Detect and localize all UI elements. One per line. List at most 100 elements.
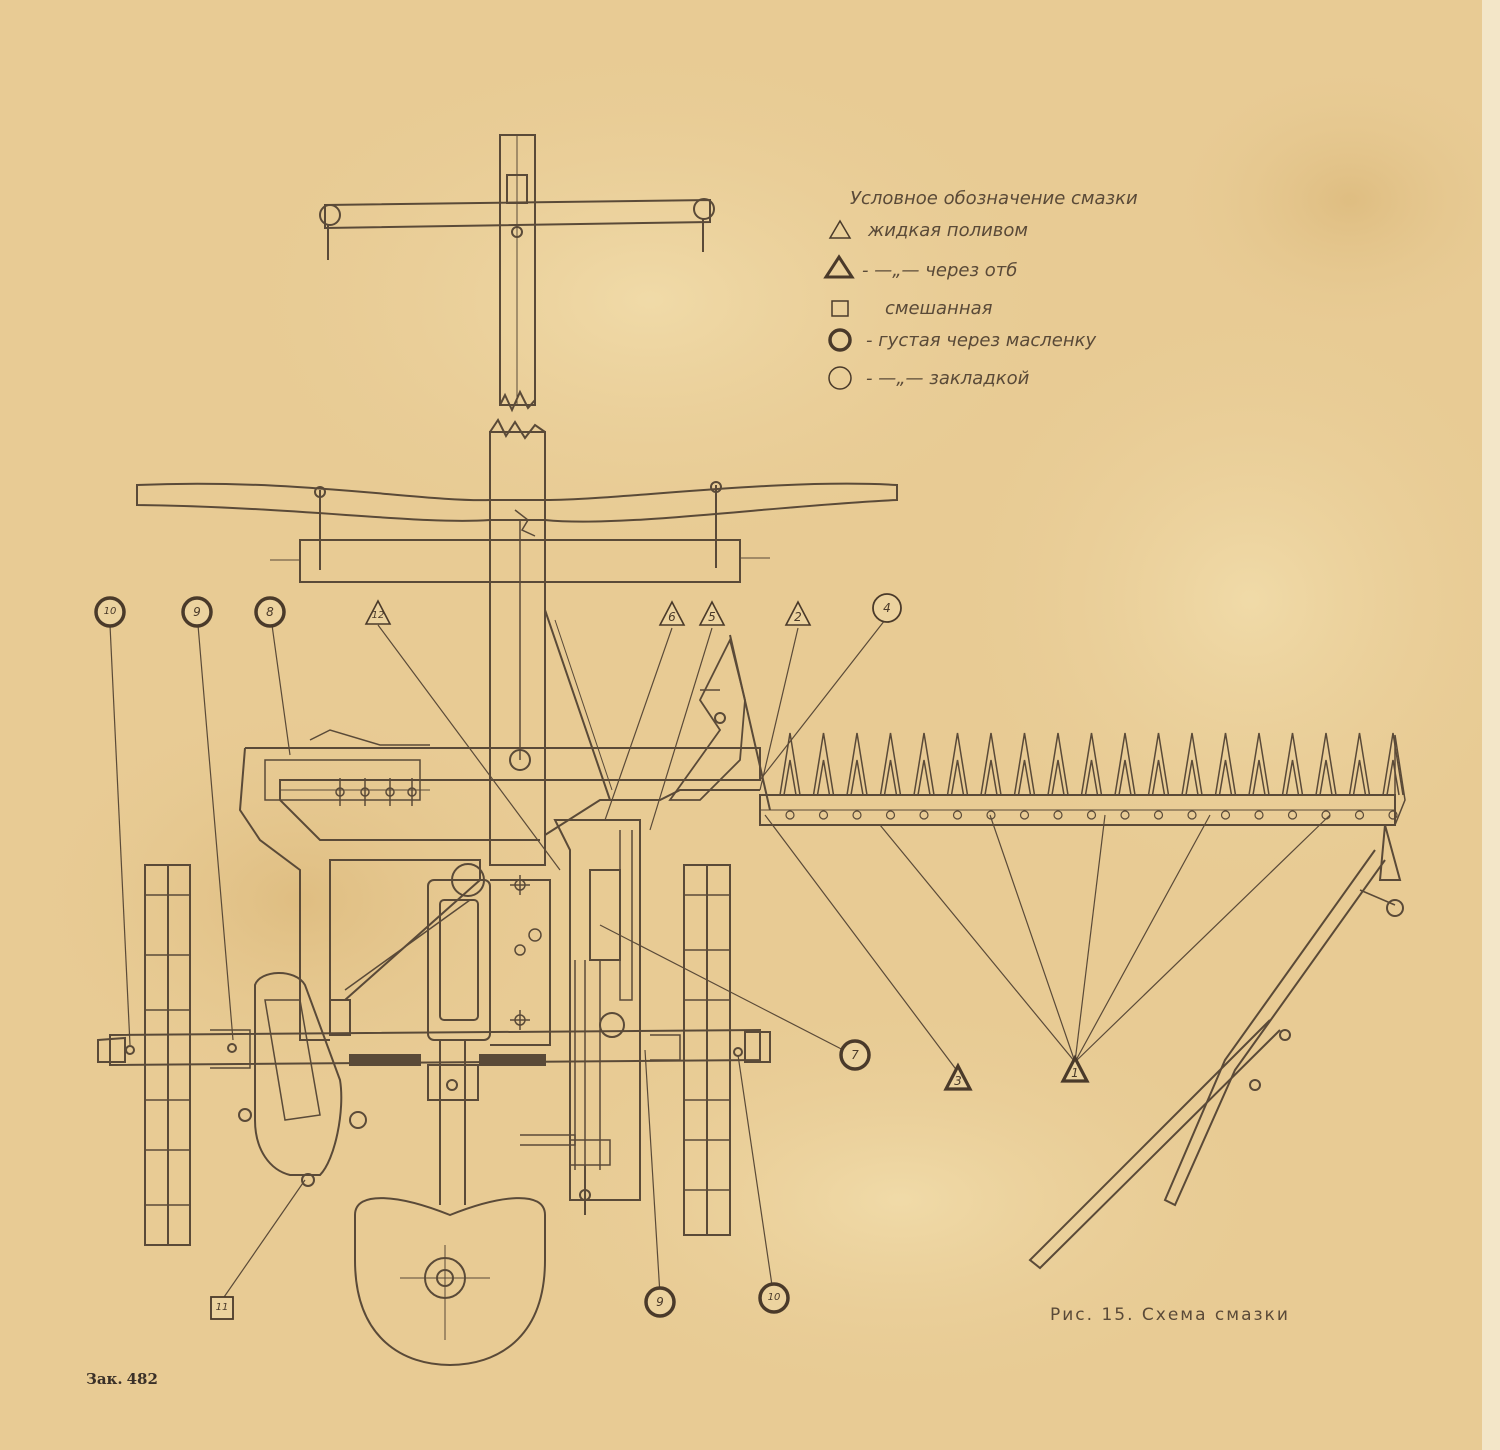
marker-m3-bottom-triangle-bold-icon <box>943 1062 973 1091</box>
cutter-tooth <box>913 732 935 796</box>
legend-item-4: - густая через масленку <box>866 330 1097 351</box>
figure-caption: Рис. 15. Схема смазки <box>1050 1305 1290 1325</box>
cutter-tooth <box>1047 732 1069 796</box>
cutter-bolt <box>1254 810 1264 820</box>
cutter-bolt <box>1153 810 1164 820</box>
marker-label-m9-bottom: 9 <box>656 1295 664 1309</box>
cutter-bolt <box>1053 810 1063 820</box>
marker-label-m3-bottom: 3 <box>954 1074 962 1088</box>
marker-m11-bottom-square-icon <box>210 1296 234 1320</box>
legend-triangle-bold-icon <box>823 254 855 279</box>
cutter-tooth-inner <box>783 759 797 796</box>
cutter-bolt <box>1086 810 1097 820</box>
cutter-tooth-inner <box>984 759 998 796</box>
cutter-bolt <box>1120 810 1130 820</box>
order-note: Зак.482 <box>82 1370 158 1388</box>
marker-m12-top-triangle-thin-icon <box>364 599 392 625</box>
cutter-tooth <box>1281 732 1304 796</box>
cutter-tooth-inner <box>1252 759 1266 796</box>
marker-label-m12-top: 12 <box>371 610 385 621</box>
cutter-tooth-inner <box>850 759 864 796</box>
cutter-tooth-inner <box>1017 759 1032 796</box>
cutter-tooth-inner <box>1352 759 1367 796</box>
cutter-tooth <box>1214 732 1237 796</box>
order-note-prefix: Зак. <box>86 1370 123 1388</box>
cutter-tooth <box>1382 732 1404 796</box>
cutter-bolt <box>818 810 829 820</box>
marker-label-m2-top: 2 <box>794 610 802 624</box>
cutter-bolt <box>1354 810 1365 820</box>
legend-title: Условное обозначение смазки <box>850 188 1138 209</box>
marker-m4-top-circle-thin-icon <box>872 593 902 623</box>
marker-label-m10-top: 10 <box>103 606 117 617</box>
marker-m10-bottom-circle-bold-icon <box>758 1282 790 1314</box>
cutter-tooth <box>1114 732 1136 796</box>
cutter-tooth <box>1315 732 1337 796</box>
cutter-tooth <box>1248 732 1270 796</box>
cutter-tooth <box>1181 732 1203 796</box>
cutter-bolt <box>952 810 963 820</box>
marker-label-m9-top: 9 <box>193 605 201 619</box>
cutter-tooth-inner <box>1084 759 1099 796</box>
cutter-tooth <box>980 732 1002 796</box>
cutter-tooth <box>946 732 969 796</box>
cutter-tooth-inner <box>1151 759 1166 796</box>
legend-item-3: смешанная <box>885 298 993 319</box>
lubrication-point-markers <box>94 593 1090 1320</box>
marker-label-m5-top: 5 <box>708 610 716 624</box>
cutter-tooth-inner <box>1386 759 1400 796</box>
marker-label-m4-top: 4 <box>883 601 891 615</box>
marker-m2-top-triangle-thin-icon <box>784 600 812 626</box>
marker-label-m7-right: 7 <box>851 1048 859 1062</box>
marker-m9-top-circle-bold-icon <box>181 596 213 628</box>
legend-square-icon <box>831 300 849 317</box>
cutter-bolt <box>785 810 795 820</box>
cutter-bolt <box>919 810 929 820</box>
legend-symbols <box>823 219 855 390</box>
legend-triangle-thin-icon <box>828 219 852 239</box>
cutter-tooth-inner <box>816 759 831 796</box>
cutter-tooth <box>846 732 868 796</box>
cutter-tooth-inner <box>1285 759 1300 796</box>
machine-drawing <box>97 134 1406 1367</box>
cutter-tooth-inner <box>1185 759 1199 796</box>
marker-label-m1-bottom: 1 <box>1071 1066 1079 1080</box>
order-note-number: 482 <box>126 1370 158 1388</box>
cutter-tooth <box>1013 732 1036 796</box>
cutter-tooth-inner <box>1118 759 1132 796</box>
marker-label-m10-bottom: 10 <box>767 1292 781 1303</box>
cutter-tooth-inner <box>1319 759 1333 796</box>
cutter-tooth-inner <box>1218 759 1233 796</box>
marker-label-m8-top: 8 <box>266 605 274 619</box>
cutter-tooth <box>779 732 801 796</box>
legend-circle-bold-icon <box>828 328 852 352</box>
marker-m1-bottom-triangle-bold-icon <box>1060 1054 1090 1083</box>
marker-m6-top-triangle-thin-icon <box>658 600 686 626</box>
cutter-bolt <box>1187 810 1197 820</box>
legend-item-1: жидкая поливом <box>868 220 1028 241</box>
cutter-bolt <box>1287 810 1298 820</box>
cutter-bolt <box>1019 810 1030 820</box>
cutter-tooth <box>812 732 835 796</box>
legend-item-2: - —„— через отб <box>862 260 1018 281</box>
cutter-bolt <box>885 810 896 820</box>
cutter-tooth <box>1348 732 1371 796</box>
cutter-bolt <box>852 810 862 820</box>
cutter-tooth-inner <box>950 759 965 796</box>
cutter-tooth-inner <box>883 759 898 796</box>
cutter-tooth <box>1080 732 1103 796</box>
cutter-tooth <box>879 732 902 796</box>
legend-item-5: - —„— закладкой <box>866 368 1030 389</box>
cutter-tooth <box>1147 732 1170 796</box>
cutter-bolt <box>1388 810 1398 820</box>
marker-m9-bottom-circle-bold-icon <box>644 1286 676 1318</box>
marker-label-m6-top: 6 <box>668 610 676 624</box>
cutter-tooth-inner <box>1051 759 1065 796</box>
marker-label-m11-bottom: 11 <box>215 1302 229 1313</box>
cutter-bolt <box>1220 810 1231 820</box>
marker-m7-right-circle-bold-icon <box>839 1039 871 1071</box>
marker-m8-top-circle-bold-icon <box>254 596 286 628</box>
marker-m10-top-circle-bold-icon <box>94 596 126 628</box>
marker-m5-top-triangle-thin-icon <box>698 600 726 626</box>
